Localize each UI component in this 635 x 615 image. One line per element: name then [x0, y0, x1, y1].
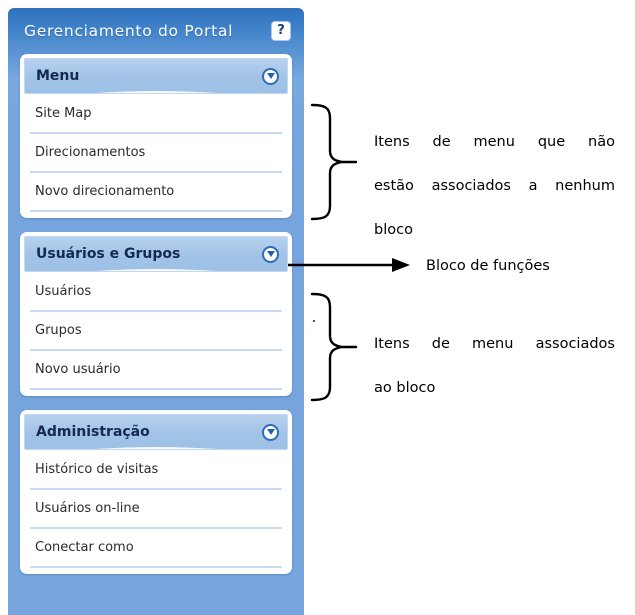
- portal-management-panel: Gerenciamento do Portal ? Menu Site Map …: [8, 8, 304, 615]
- block-menu: Menu Site Map Direcionamentos Novo direc…: [20, 54, 292, 218]
- brace-unassociated-items: [310, 103, 358, 221]
- panel-header: Gerenciamento do Portal ?: [8, 8, 304, 54]
- menu-item-novo-direcionamento[interactable]: Novo direcionamento: [30, 173, 282, 212]
- block-header-menu[interactable]: Menu: [24, 58, 288, 94]
- block-usuarios-e-grupos: Usuários e Grupos Usuários Grupos Novo u…: [20, 232, 292, 396]
- block-administracao: Administração Histórico de visitas Usuár…: [20, 410, 292, 574]
- menu-item-usuarios-on-line[interactable]: Usuários on-line: [30, 490, 282, 529]
- menu-item-direcionamentos[interactable]: Direcionamentos: [30, 134, 282, 173]
- block-title: Menu: [36, 68, 80, 84]
- block-header-usuarios-e-grupos[interactable]: Usuários e Grupos: [24, 236, 288, 272]
- menu-item-novo-usuario[interactable]: Novo usuário: [30, 351, 282, 390]
- annotation-function-block: Bloco de funções: [426, 255, 626, 277]
- annotation-line-2: ao bloco: [374, 380, 436, 396]
- annotation-line-3: bloco: [374, 222, 413, 238]
- block-header-administracao[interactable]: Administração: [24, 414, 288, 450]
- chevron-down-icon[interactable]: [262, 423, 279, 441]
- block-title: Administração: [36, 424, 150, 440]
- arrow-function-block: [288, 258, 410, 272]
- block-item-list: Site Map Direcionamentos Novo direcionam…: [24, 94, 288, 212]
- scan-artifact-dot: [313, 320, 315, 322]
- menu-item-site-map[interactable]: Site Map: [30, 94, 282, 134]
- menu-item-conectar-como[interactable]: Conectar como: [30, 529, 282, 568]
- menu-item-historico-de-visitas[interactable]: Histórico de visitas: [30, 450, 282, 490]
- block-item-list: Histórico de visitas Usuários on-line Co…: [24, 450, 288, 568]
- help-icon[interactable]: ?: [272, 22, 290, 40]
- chevron-down-icon[interactable]: [262, 67, 279, 85]
- menu-item-grupos[interactable]: Grupos: [30, 312, 282, 351]
- brace-associated-items: [310, 292, 358, 402]
- page-title: Gerenciamento do Portal: [24, 22, 234, 40]
- chevron-down-icon[interactable]: [262, 245, 279, 263]
- annotation-text-label: Bloco de funções: [426, 258, 550, 274]
- block-item-list: Usuários Grupos Novo usuário: [24, 272, 288, 390]
- block-title: Usuários e Grupos: [36, 246, 181, 262]
- menu-item-usuarios[interactable]: Usuários: [30, 272, 282, 312]
